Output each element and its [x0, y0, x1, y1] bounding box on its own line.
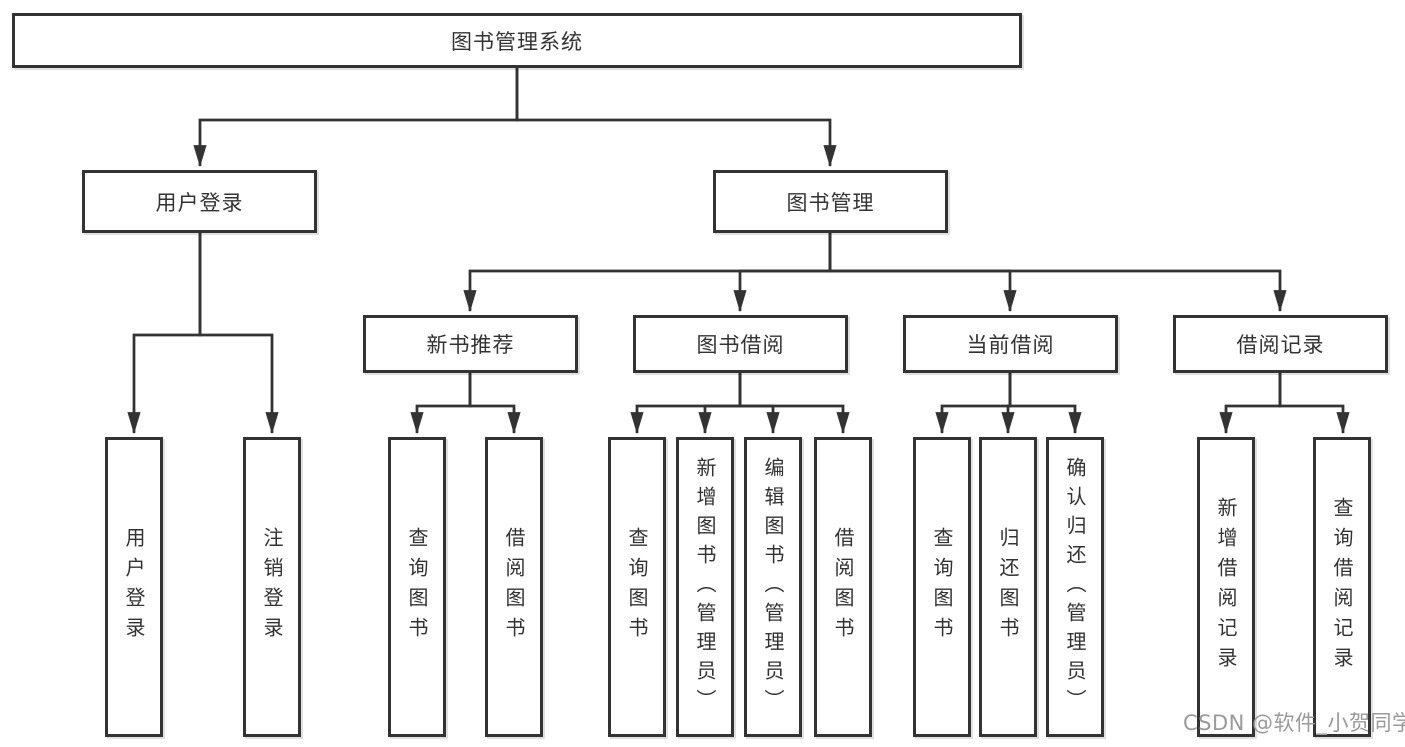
node-new-book-recommend: 新书推荐	[363, 315, 578, 373]
connector-borrow-leaf-2	[698, 373, 742, 435]
leaf-borrow-books-recommend: 借阅图书	[485, 437, 543, 737]
connector-root-to-management	[515, 68, 837, 168]
connector-management-to-borrow	[733, 233, 832, 313]
node-label: 新增图书（管理员）	[693, 456, 717, 718]
leaf-add-books-admin: 新增图书（管理员）	[676, 437, 734, 737]
node-label: 查询借阅记录	[1330, 497, 1354, 677]
node-root-book-management-system: 图书管理系统	[12, 13, 1022, 68]
leaf-query-borrow-record: 查询借阅记录	[1313, 437, 1371, 737]
node-borrow-records: 借阅记录	[1173, 315, 1388, 373]
connector-current-leaf-3	[1008, 373, 1082, 435]
leaf-query-books-current: 查询图书	[913, 437, 971, 737]
node-label: 新增借阅记录	[1214, 497, 1238, 677]
connector-recommend-leaf-1	[410, 373, 472, 435]
node-label: 确认归还（管理员）	[1063, 456, 1087, 718]
node-label: 编辑图书（管理员）	[761, 456, 785, 718]
connector-login-to-user-login	[127, 233, 202, 435]
node-label: 图书借阅	[696, 333, 785, 357]
leaf-logout: 注销登录	[243, 437, 301, 737]
leaf-query-books-borrow: 查询图书	[608, 437, 666, 737]
node-label: 归还图书	[996, 527, 1020, 647]
node-label: 图书管理系统	[451, 29, 583, 54]
leaf-confirm-return-admin: 确认归还（管理员）	[1046, 437, 1104, 737]
leaf-borrow-books: 借阅图书	[814, 437, 872, 737]
connector-login-to-logout	[198, 233, 279, 435]
node-label: 注销登录	[260, 527, 284, 647]
connector-management-to-records	[828, 233, 1287, 313]
node-label: 借阅图书	[502, 527, 526, 647]
node-book-management: 图书管理	[713, 170, 948, 233]
node-label: 借阅图书	[831, 527, 855, 647]
node-label: 新书推荐	[426, 333, 515, 357]
node-label: 用户登录	[155, 190, 244, 215]
leaf-return-books: 归还图书	[979, 437, 1037, 737]
connector-borrow-leaf-3	[738, 373, 780, 435]
leaf-query-books-recommend: 查询图书	[388, 437, 446, 737]
connector-records-leaf-1	[1219, 373, 1282, 435]
node-label: 查询图书	[405, 527, 429, 647]
node-label: 查询图书	[625, 527, 649, 647]
node-user-login: 用户登录	[82, 170, 317, 233]
leaf-add-borrow-record: 新增借阅记录	[1197, 437, 1255, 737]
node-label: 当前借阅	[966, 333, 1055, 357]
node-label: 查询图书	[930, 527, 954, 647]
node-label: 用户登录	[122, 527, 146, 647]
connector-root-to-login	[193, 68, 519, 168]
node-label: 图书管理	[786, 190, 875, 215]
connector-records-leaf-2	[1278, 373, 1350, 435]
connector-recommend-leaf-2	[468, 373, 521, 435]
node-label: 借阅记录	[1236, 333, 1325, 357]
node-current-borrow: 当前借阅	[903, 315, 1118, 373]
csdn-watermark: CSDN @软件_小贺同学	[1183, 711, 1405, 735]
connector-borrow-leaf-4	[738, 373, 850, 435]
connector-current-leaf-1	[935, 373, 1012, 435]
node-book-borrow: 图书借阅	[633, 315, 848, 373]
leaf-edit-books-admin: 编辑图书（管理员）	[744, 437, 802, 737]
connector-borrow-leaf-1	[630, 373, 742, 435]
leaf-user-login: 用户登录	[105, 437, 163, 737]
